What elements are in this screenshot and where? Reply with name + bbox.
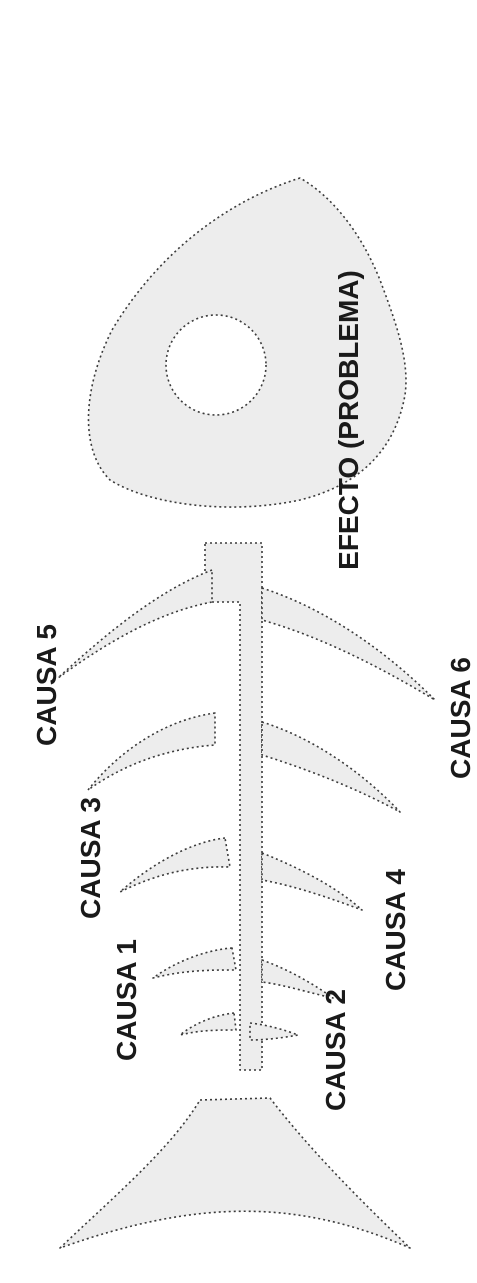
bone-causa-5 xyxy=(58,570,212,678)
bone-causa-6 xyxy=(262,588,435,700)
bone-causa-2 xyxy=(250,1023,298,1040)
cause-label: CAUSA 4 xyxy=(380,869,411,991)
fish-eye xyxy=(166,315,266,415)
cause-label: CAUSA 1 xyxy=(111,939,142,1061)
bone-causa-4 xyxy=(262,853,362,910)
bone-causa-small-left xyxy=(180,1013,236,1035)
cause-label: CAUSA 2 xyxy=(320,989,351,1111)
bone-causa-4b xyxy=(262,722,400,812)
fish-spine xyxy=(205,543,262,1070)
fish-tail xyxy=(60,1098,410,1248)
cause-label: CAUSA 3 xyxy=(75,797,106,919)
cause-label: CAUSA 6 xyxy=(445,657,476,779)
cause-label: CAUSA 5 xyxy=(31,624,62,746)
effect-label: EFECTO (PROBLEMA) xyxy=(333,270,364,570)
bone-causa-1 xyxy=(120,838,230,892)
bone-causa-3 xyxy=(88,713,215,790)
bone-causa-1b xyxy=(153,948,236,978)
